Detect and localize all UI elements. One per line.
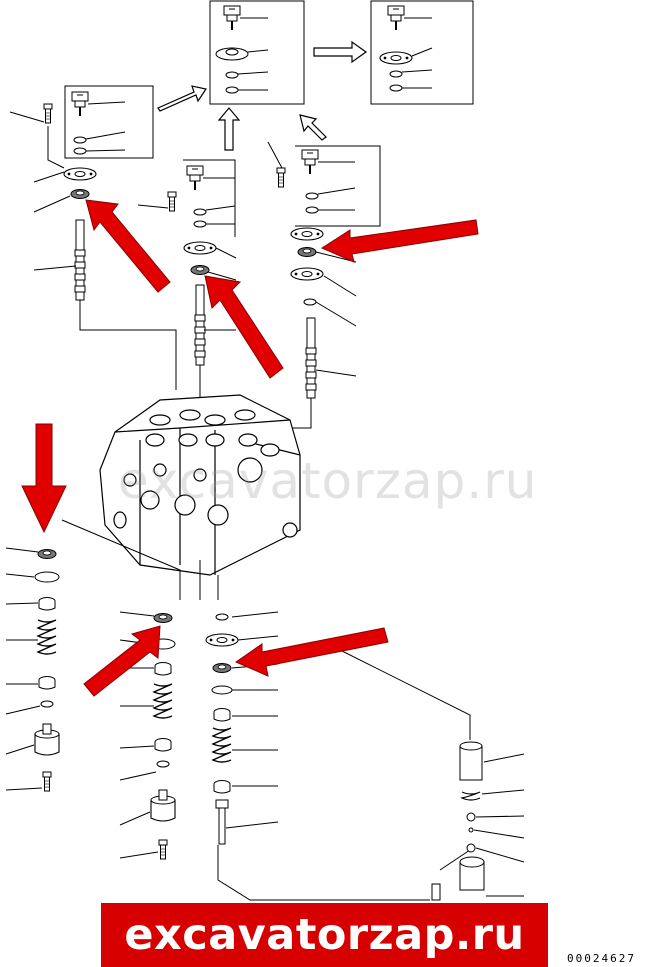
highlight-arrow-2 bbox=[204, 275, 284, 379]
flow-arrows bbox=[157, 40, 368, 151]
lower-right-stack bbox=[431, 741, 525, 901]
brand-banner: excavatorzap.ru bbox=[101, 903, 548, 967]
valve-body bbox=[99, 394, 301, 576]
detail-box-right bbox=[295, 145, 381, 227]
highlight-arrow-4 bbox=[21, 423, 67, 534]
highlight-arrows bbox=[21, 199, 479, 697]
upper-left-stack bbox=[9, 103, 177, 390]
highlight-arrow-3 bbox=[320, 219, 479, 263]
lower-left-stack bbox=[5, 547, 60, 792]
lower-center-stack bbox=[205, 611, 279, 845]
detail-box-final bbox=[209, 0, 305, 105]
upper-right-stack bbox=[267, 141, 357, 429]
highlight-arrow-6 bbox=[234, 627, 389, 677]
banner-text: excavatorzap.ru bbox=[124, 910, 525, 960]
detail-box-left bbox=[64, 85, 154, 159]
watermark-text: excavatorzap.ru bbox=[118, 452, 538, 510]
highlight-arrow-5 bbox=[83, 625, 161, 697]
highlight-arrow-1 bbox=[85, 199, 171, 293]
detail-box-final-alt bbox=[370, 0, 474, 105]
detail-box-middle bbox=[183, 159, 236, 237]
connector-lines bbox=[61, 519, 471, 901]
figure-number: 00024627 bbox=[567, 952, 636, 965]
